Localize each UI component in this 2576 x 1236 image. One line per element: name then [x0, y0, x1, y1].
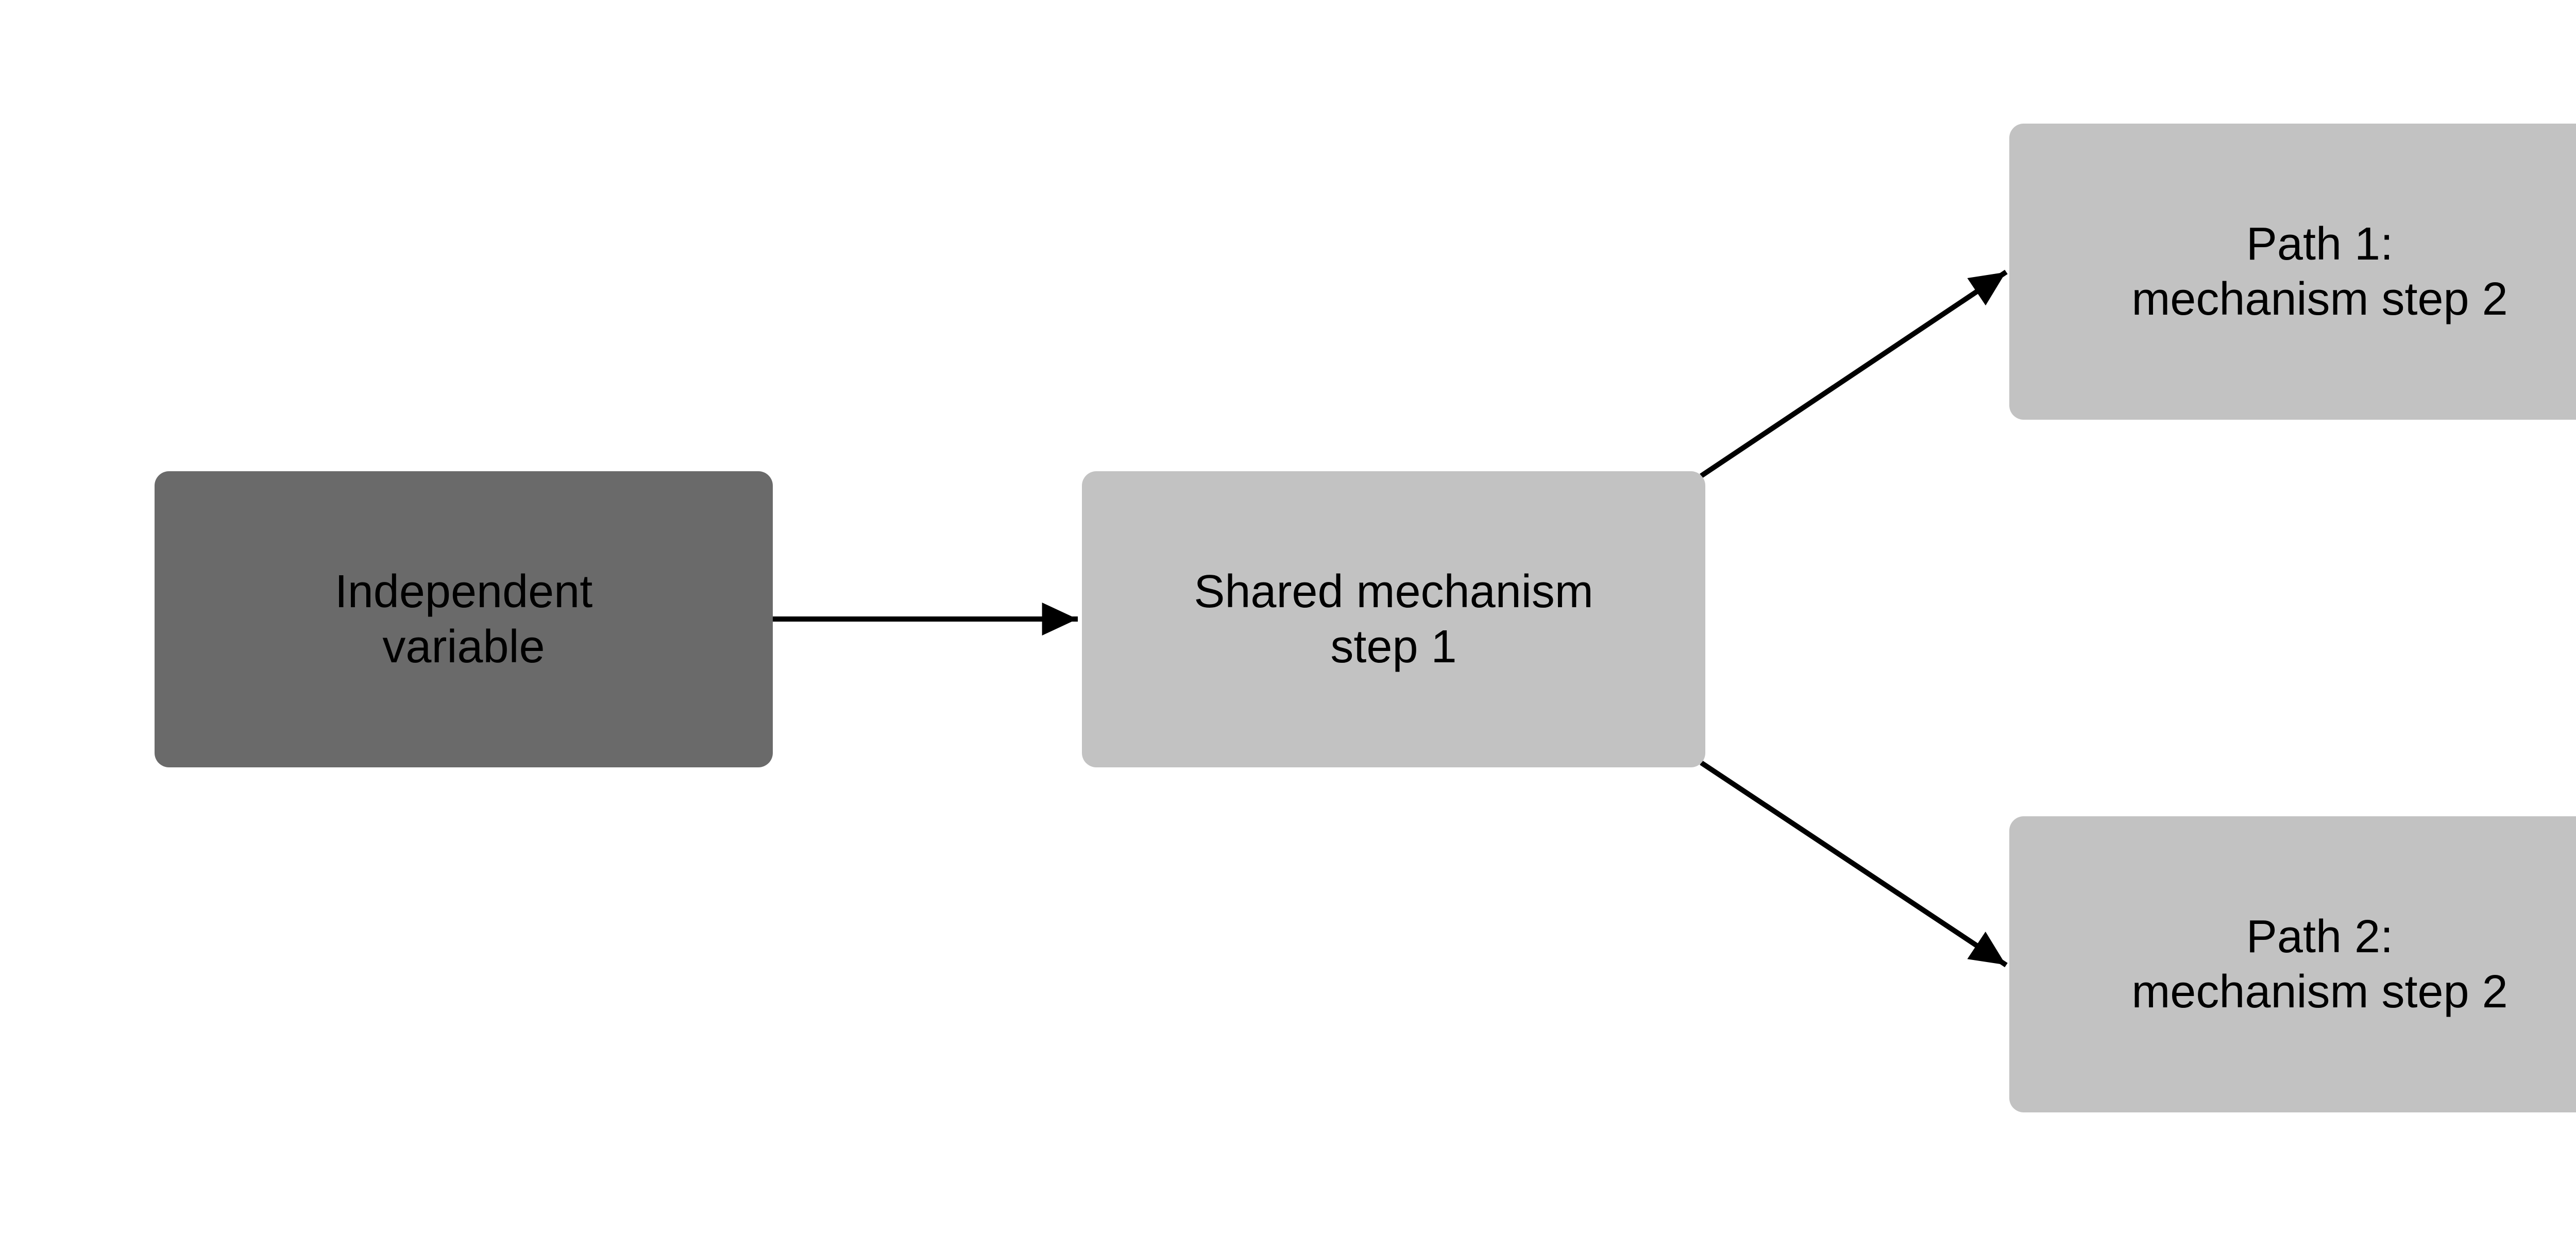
arrow-shared-to-path2 [1700, 760, 2008, 968]
node-path-1-mechanism-step-2: Path 1: mechanism step 2 [2009, 124, 2576, 420]
arrow-shared-to-path1 [1700, 269, 2008, 478]
node-shared-mechanism-step-1: Shared mechanism step 1 [1082, 471, 1705, 767]
node-path-2-mechanism-step-2: Path 2: mechanism step 2 [2009, 816, 2576, 1112]
node-independent-variable: Independent variable [155, 471, 773, 767]
